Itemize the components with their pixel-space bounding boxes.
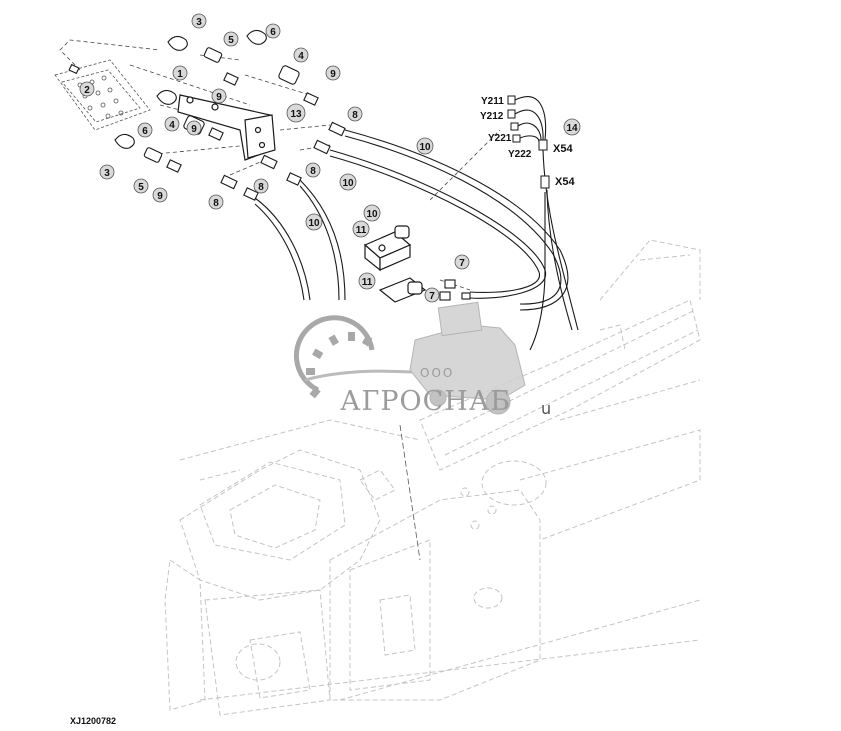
connector-labels: Y211 Y212 Y221 Y222 X54 X54 <box>480 96 575 188</box>
watermark-suffix: u <box>541 399 553 418</box>
callout-9: 9 <box>330 69 336 80</box>
connector-y212-label: Y212 <box>480 111 504 122</box>
axle-frame-ghost <box>164 239 701 716</box>
callout-11: 11 <box>362 277 373 288</box>
callout-7: 7 <box>459 258 465 269</box>
callout-7: 7 <box>429 291 435 302</box>
callout-1: 1 <box>177 69 183 80</box>
watermark-prefix: ООО <box>420 366 454 380</box>
figure-id: XJ1200782 <box>70 716 116 726</box>
connector-y222-label: Y222 <box>508 149 532 160</box>
wiring-harness <box>514 96 579 351</box>
gear-teeth <box>306 332 373 399</box>
connector-y211-label: Y211 <box>481 96 504 107</box>
callout-8: 8 <box>258 182 264 193</box>
watermark-logo: ООО АГРОСНАБ u <box>294 301 553 418</box>
callout-11: 11 <box>356 225 367 236</box>
hydraulic-hoses <box>254 129 569 311</box>
callout-5: 5 <box>228 35 234 46</box>
callout-numbers: 3 5 6 1 2 9 4 9 13 6 4 9 3 5 9 8 8 8 8 1… <box>84 17 578 302</box>
gear-icon <box>294 315 375 393</box>
base-plate <box>54 59 151 131</box>
hydraulic-fittings <box>68 29 471 301</box>
mounting-bracket <box>177 94 276 161</box>
valve-blocks <box>363 225 427 303</box>
callout-9: 9 <box>216 92 222 103</box>
callout-8: 8 <box>213 198 219 209</box>
callout-2: 2 <box>84 85 90 96</box>
callout-6: 6 <box>270 27 276 38</box>
callout-9: 9 <box>157 191 163 202</box>
watermark-name: АГРОСНАБ <box>340 386 511 417</box>
callout-9: 9 <box>191 124 197 135</box>
connector-x54-label-lower: X54 <box>555 176 575 188</box>
combine-harvester-icon <box>409 301 526 415</box>
callout-13: 13 <box>290 109 302 120</box>
callout-6: 6 <box>142 126 148 137</box>
callout-3: 3 <box>104 168 110 179</box>
harness-connectors <box>507 95 550 189</box>
callout-10: 10 <box>342 178 354 189</box>
connector-x54-label-upper: X54 <box>553 143 573 155</box>
callout-3: 3 <box>196 17 202 28</box>
callout-4: 4 <box>298 51 304 62</box>
callout-4: 4 <box>169 120 175 131</box>
leader-dashed-vertical <box>399 424 421 561</box>
callout-10: 10 <box>366 209 378 220</box>
callout-10: 10 <box>308 218 320 229</box>
callout-5: 5 <box>138 182 144 193</box>
callout-10: 10 <box>419 142 431 153</box>
connector-y221-label: Y221 <box>488 133 512 144</box>
callout-8: 8 <box>352 110 358 121</box>
callout-bubbles <box>79 13 581 303</box>
callout-8: 8 <box>310 166 316 177</box>
callout-14: 14 <box>566 123 578 134</box>
